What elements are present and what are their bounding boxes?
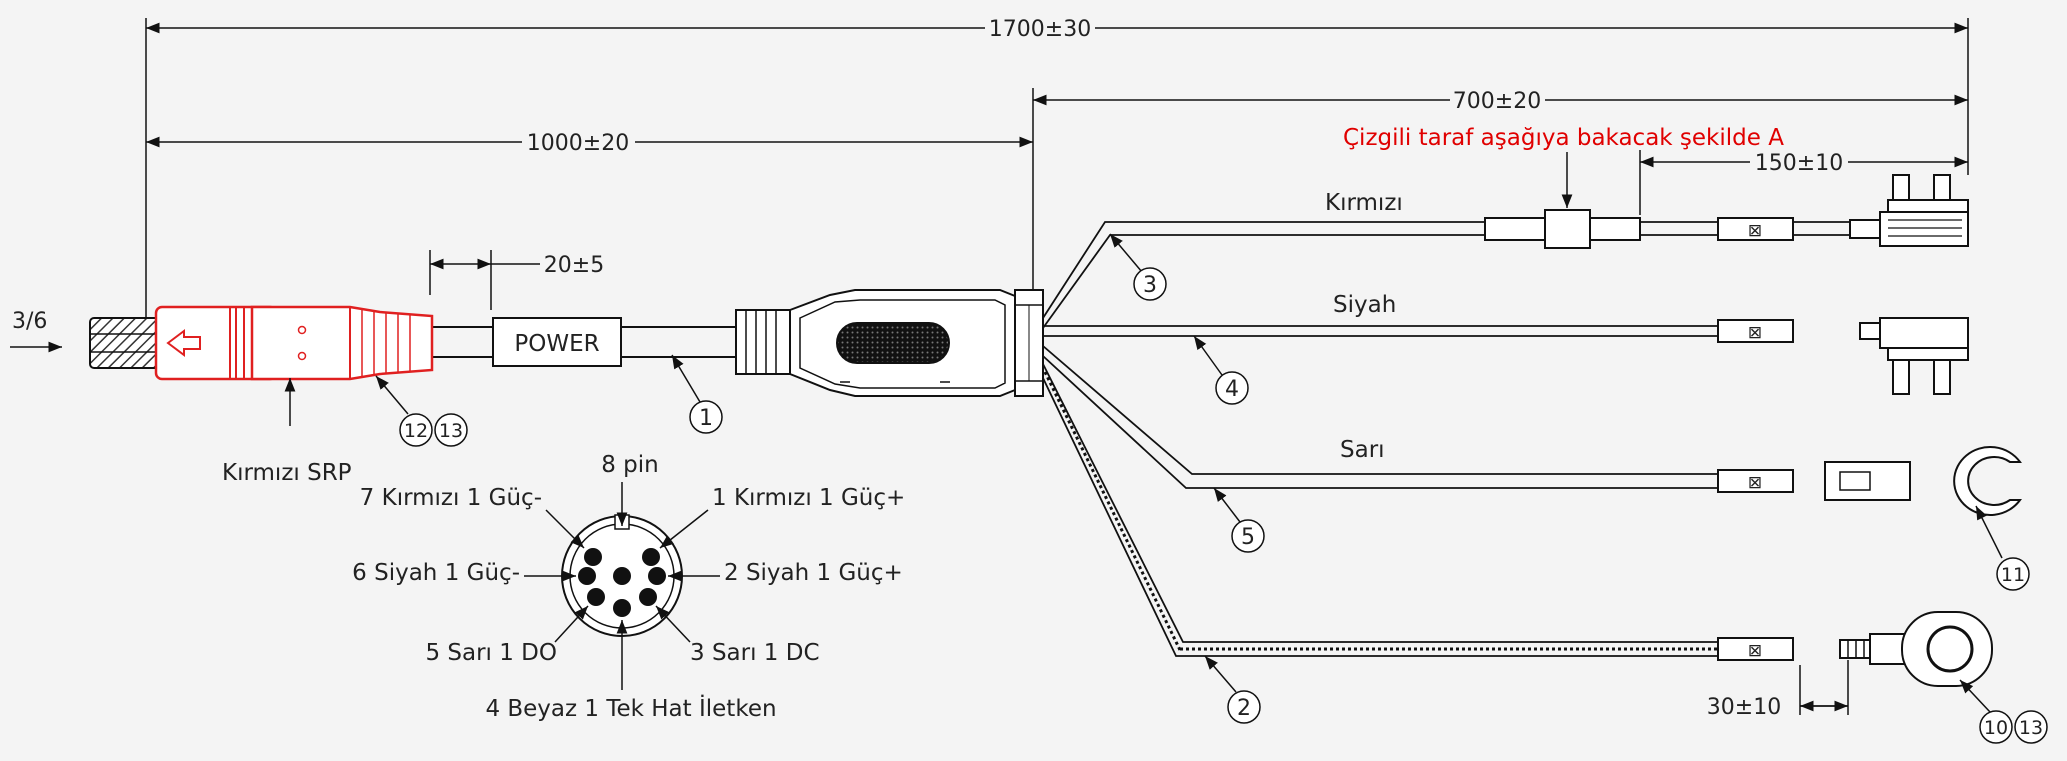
dim-right-section: 700±20: [1033, 89, 1968, 114]
end-note-label: 3/6: [12, 309, 47, 334]
callout-4: 4: [1225, 377, 1239, 402]
grille-mesh: [836, 322, 950, 364]
dim-total: 1700±30: [146, 17, 1968, 42]
dim-total-label: 1700±30: [989, 17, 1091, 42]
pinout-title: 8 pin: [601, 452, 659, 478]
dim-ring-label: 30±10: [1707, 695, 1781, 720]
end-note: 3/6: [10, 309, 62, 353]
callouts: 1 3 4 5 2 12 13 11 10 13: [375, 233, 2048, 744]
callout-3: 3: [1143, 273, 1157, 298]
power-sleeve: POWER: [492, 317, 622, 367]
pin-2-label: 2 Siyah 1 Güç+: [724, 560, 903, 586]
braided-end: [89, 317, 161, 369]
dim-left-section: 1000±20: [146, 131, 1033, 156]
pin-5-label: 5 Sarı 1 DO: [425, 640, 557, 666]
power-sleeve-label: POWER: [514, 331, 599, 357]
pin-3-label: 3 Sarı 1 DC: [690, 640, 820, 666]
arrow-left-icon: [166, 329, 201, 357]
callout-12: 12: [404, 420, 428, 442]
extension-lines: [145, 18, 1969, 715]
fuse-holder: [1484, 209, 1880, 249]
svg-text:⊠: ⊠: [1748, 221, 1762, 241]
fork-terminal: [1824, 446, 2022, 516]
wire-labels: Kırmızı Siyah Sarı Çizgili taraf aşağıya…: [1325, 125, 1784, 463]
callout-5: 5: [1241, 525, 1255, 550]
connector-label: Kırmızı SRP: [222, 378, 352, 486]
pin-7-label: 7 Kırmızı 1 Güç-: [360, 485, 542, 511]
callout-13b: 13: [2019, 717, 2043, 739]
dim-ring-offset: 30±10: [1707, 695, 1848, 720]
top-blade-plug: [1849, 174, 1969, 247]
callout-10: 10: [1984, 717, 2008, 739]
dim-fuse-label: 150±10: [1755, 151, 1843, 176]
wire-yellow-label: Sarı: [1340, 437, 1385, 463]
dim-fuse-offset: 150±10: [1640, 151, 1968, 176]
svg-text:⊠: ⊠: [1748, 641, 1762, 661]
dim-left-label: 1000±20: [527, 131, 629, 156]
callout-11: 11: [2001, 564, 2025, 586]
svg-text:⊠: ⊠: [1748, 323, 1762, 343]
middle-blade-plug: [1859, 317, 1969, 395]
callout-13a: 13: [439, 420, 463, 442]
connector-name: Kırmızı SRP: [222, 460, 352, 486]
pin-4-label: 4 Beyaz 1 Tek Hat İletken: [485, 694, 776, 722]
callout-2: 2: [1237, 696, 1251, 721]
dim-power-label: 20±5: [544, 253, 604, 278]
svg-text:⊠: ⊠: [1748, 473, 1762, 493]
callout-1: 1: [699, 406, 713, 431]
junction-box: [735, 289, 1044, 397]
pin-1-label: 1 Kırmızı 1 Güç+: [712, 485, 905, 511]
wire-red-label: Kırmızı: [1325, 190, 1403, 216]
red-srp-connector: [154, 305, 434, 381]
label-sleeves: ⊠ ⊠ ⊠ ⊠: [1717, 217, 1794, 661]
stripe-note: Çizgili taraf aşağıya bakacak şekilde A: [1343, 125, 1784, 151]
dim-power-offset: 20±5: [430, 253, 604, 278]
pinout-diagram: 8 pin 1 Kırmızı 1 Güç+ 2 Siyah 1 Güç+ 3 …: [352, 452, 905, 722]
wire-black-label: Siyah: [1333, 292, 1396, 318]
pin-6-label: 6 Siyah 1 Güç-: [352, 560, 520, 586]
dim-right-label: 700±20: [1453, 89, 1541, 114]
ring-terminal: [1839, 611, 1993, 687]
